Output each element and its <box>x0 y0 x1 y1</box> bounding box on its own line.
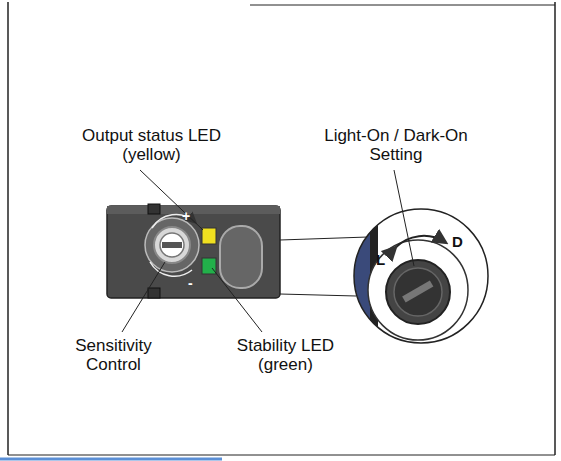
frame-line <box>8 455 555 456</box>
frame-line <box>554 2 556 455</box>
callout-label: Output status LED (yellow) <box>64 126 239 164</box>
leader-line <box>122 262 165 332</box>
polarity-mark: + <box>182 209 190 223</box>
leader-line <box>394 170 414 266</box>
sensor-body <box>107 204 280 298</box>
frame-line <box>7 2 9 455</box>
callout-label: Sensitivity Control <box>61 336 166 374</box>
callout-label: Light-On / Dark-On Setting <box>311 126 481 164</box>
leader-line <box>212 268 262 332</box>
leader-line <box>140 170 203 230</box>
zoom-view <box>345 205 500 355</box>
frame-line <box>0 458 222 461</box>
frame-line <box>250 5 555 6</box>
callout-label: Stability LED (green) <box>223 336 348 374</box>
setting-mark: L <box>376 252 385 267</box>
setting-mark: D <box>452 234 463 249</box>
polarity-mark: - <box>188 276 193 290</box>
